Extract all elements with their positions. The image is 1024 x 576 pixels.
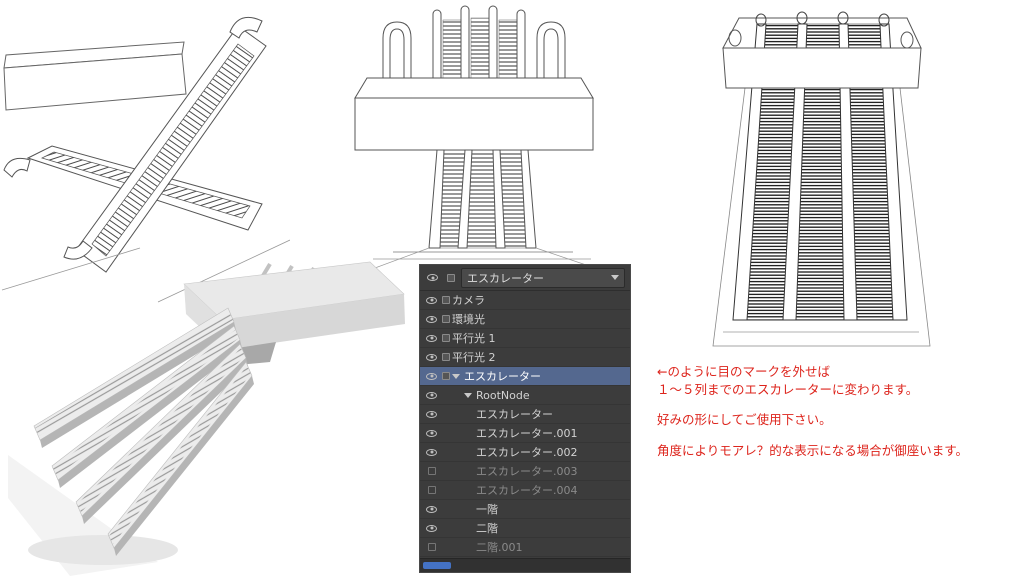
header-checkbox[interactable] — [446, 273, 455, 282]
chevron-down-icon — [611, 275, 619, 280]
visibility-eye-icon[interactable] — [426, 315, 437, 323]
indent-spacer — [452, 395, 464, 396]
visibility-eye-icon[interactable] — [427, 543, 436, 551]
outliner-item-label: エスカレーター.002 — [476, 446, 578, 459]
visibility-eye-icon[interactable] — [426, 391, 437, 399]
outliner-item-label: エスカレーター.003 — [476, 465, 578, 478]
outliner-item-label: エスカレーター — [464, 370, 541, 383]
item-checkbox[interactable] — [441, 334, 450, 342]
annotation-text: ←のように目のマークを外せば １～５列までのエスカレーターに変わります。 好みの… — [657, 363, 1009, 472]
annotation-line: 好みの形にしてご使用下さい。 — [657, 412, 832, 427]
outliner-row[interactable]: 二階.001 — [420, 538, 630, 557]
outliner-row[interactable]: 平行光 1 — [420, 329, 630, 348]
escalator-gray-render — [8, 261, 405, 576]
escalator-sketch-high-angle-view — [712, 11, 931, 347]
annotation-line: ←のように目のマークを外せば — [657, 364, 830, 379]
outliner-row[interactable]: エスカレーター.004 — [420, 481, 630, 500]
annotation-paragraph: 角度によりモアレ？的な表示になる場合が御座います。 — [657, 442, 1009, 460]
annotation-line: 角度によりモアレ？的な表示になる場合が御座います。 — [657, 442, 969, 458]
item-checkbox[interactable] — [441, 372, 450, 380]
collection-dropdown[interactable]: エスカレーター — [461, 267, 625, 288]
indent-spacer — [452, 433, 476, 434]
outliner-row[interactable]: 一階 — [420, 500, 630, 519]
indent-spacer — [452, 452, 476, 453]
outliner-row[interactable]: カメラ — [420, 291, 630, 310]
expand-chevron-icon[interactable] — [464, 392, 472, 398]
visibility-eye-icon[interactable] — [427, 486, 436, 494]
item-checkbox[interactable] — [441, 296, 450, 304]
outliner-item-label: カメラ — [452, 294, 485, 307]
outliner-row[interactable]: 平行光 2 — [420, 348, 630, 367]
item-checkbox[interactable] — [441, 315, 450, 323]
indent-spacer — [452, 471, 476, 472]
visibility-eye-icon[interactable] — [426, 410, 437, 418]
outliner-row[interactable]: エスカレーター — [420, 405, 630, 424]
outliner-item-label: RootNode — [476, 388, 530, 402]
outliner-row[interactable]: エスカレーター.001 — [420, 424, 630, 443]
outliner-row[interactable]: エスカレーター.003 — [420, 462, 630, 481]
indent-spacer — [452, 509, 476, 510]
outliner-row[interactable]: RootNode — [420, 386, 630, 405]
outliner-header: エスカレーター — [420, 265, 630, 291]
annotation-line: １～５列までのエスカレーターに変わります。 — [657, 381, 919, 397]
annotation-paragraph: ←のように目のマークを外せば １～５列までのエスカレーターに変わります。 — [657, 363, 1009, 398]
visibility-eye-icon[interactable] — [426, 296, 437, 304]
collection-name: エスカレーター — [467, 271, 544, 285]
visibility-eye-icon[interactable] — [427, 467, 436, 475]
outliner-row[interactable]: 二階 — [420, 519, 630, 538]
outliner-item-label: エスカレーター — [476, 408, 553, 421]
visibility-eye-icon[interactable] — [426, 448, 437, 456]
outliner-panel: エスカレーター カメラ 環境光 平行光 1 平 — [419, 264, 631, 573]
outliner-item-label: 一階 — [476, 503, 498, 516]
escalator-sketch-front-view — [354, 5, 596, 269]
visibility-eye-icon[interactable] — [426, 429, 437, 437]
indent-spacer — [452, 414, 476, 415]
outliner-item-label: エスカレーター.001 — [476, 427, 578, 440]
outliner-row[interactable]: 環境光 — [420, 310, 630, 329]
outliner-item-label: 平行光 1 — [452, 332, 496, 345]
visibility-eye-icon[interactable] — [426, 372, 437, 380]
item-checkbox[interactable] — [441, 353, 450, 361]
escalator-sketch-side-view — [1, 16, 290, 305]
expand-chevron-icon[interactable] — [452, 373, 460, 379]
outliner-item-label: 環境光 — [452, 313, 485, 326]
outliner-row[interactable]: エスカレーター.002 — [420, 443, 630, 462]
outliner-row[interactable]: エスカレーター — [420, 367, 630, 386]
annotation-paragraph: 好みの形にしてご使用下さい。 — [657, 411, 1009, 429]
visibility-eye-icon[interactable] — [426, 334, 437, 342]
outliner-footer — [420, 558, 630, 572]
outliner-item-label: エスカレーター.004 — [476, 484, 578, 497]
indent-spacer — [452, 490, 476, 491]
outliner-item-label: 二階.001 — [476, 541, 523, 554]
visibility-eye-icon[interactable] — [426, 353, 437, 361]
visibility-eye-icon[interactable] — [426, 524, 437, 532]
indent-spacer — [452, 528, 476, 529]
indent-spacer — [452, 547, 476, 548]
visibility-eye-icon[interactable] — [426, 505, 437, 513]
outliner-item-label: 二階 — [476, 522, 498, 535]
outliner-item-label: 平行光 2 — [452, 351, 496, 364]
outliner-rows: カメラ 環境光 平行光 1 平行光 2 エスカレーター — [420, 291, 630, 558]
header-eye-icon[interactable] — [427, 274, 438, 281]
horizontal-scrollbar-thumb[interactable] — [423, 562, 451, 569]
